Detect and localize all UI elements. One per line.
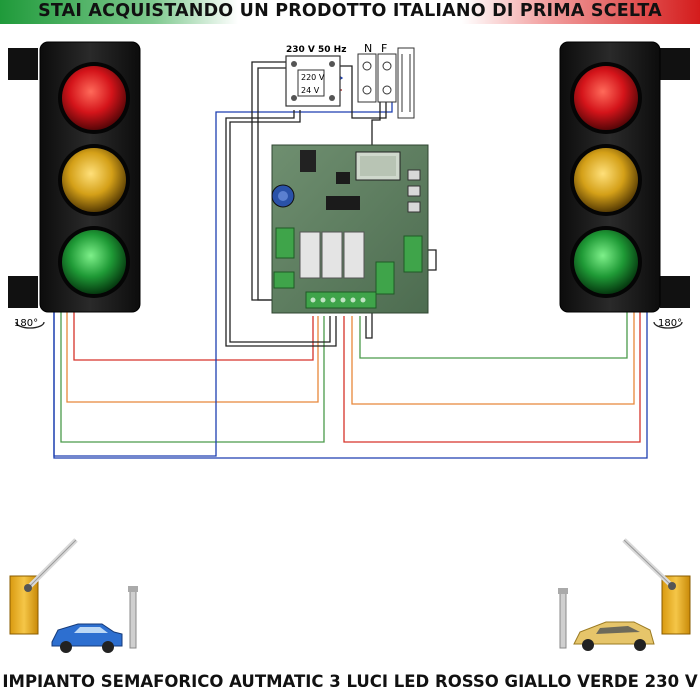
wire-left-green bbox=[60, 312, 325, 443]
footer-caption: IMPIANTO SEMAFORICO AUTMATIC 3 LUCI LED … bbox=[2, 672, 698, 691]
nf-terminal-block: N F bbox=[357, 42, 415, 119]
transformer: 230 V 50 Hz 220 V 24 V bbox=[285, 45, 346, 107]
left-bottom-bracket bbox=[8, 276, 38, 308]
power-input-label: 220 V bbox=[301, 73, 325, 82]
left-traffic-light: 180° bbox=[8, 41, 141, 329]
wire-black-2 bbox=[225, 110, 337, 347]
right-car bbox=[573, 621, 655, 651]
left-rotation-label: 180° bbox=[14, 318, 38, 329]
right-barrier-gate bbox=[558, 538, 691, 649]
banner-text: STAI ACQUISTANDO UN PRODOTTO ITALIANO DI… bbox=[38, 1, 662, 21]
wire-right-orange bbox=[351, 312, 635, 405]
wire-left-red bbox=[73, 312, 314, 361]
control-board bbox=[271, 144, 429, 314]
right-yellow-light bbox=[574, 148, 638, 212]
left-rotation-arrow bbox=[15, 321, 45, 329]
right-red-light bbox=[574, 66, 638, 130]
power-output-label: 24 V bbox=[301, 86, 320, 95]
right-top-bracket bbox=[660, 48, 690, 80]
left-barrier-gate bbox=[9, 538, 138, 649]
right-rotation-label: 180° bbox=[658, 318, 682, 329]
left-green-light bbox=[62, 230, 126, 294]
wire-right-green bbox=[359, 312, 628, 359]
right-green-light bbox=[574, 230, 638, 294]
terminal-f-label: F bbox=[381, 42, 387, 55]
wire-right-red bbox=[343, 312, 641, 443]
right-traffic-light: 180° bbox=[559, 41, 690, 329]
right-bottom-bracket bbox=[660, 276, 690, 308]
left-car bbox=[51, 623, 123, 653]
top-banner: STAI ACQUISTANDO UN PRODOTTO ITALIANO DI… bbox=[0, 0, 700, 24]
terminal-n-label: N bbox=[364, 42, 372, 55]
left-red-light bbox=[62, 66, 126, 130]
wire-black-1 bbox=[229, 110, 331, 343]
wire-left-blue-2 bbox=[53, 312, 218, 459]
wire-left-orange bbox=[66, 312, 319, 403]
left-yellow-light bbox=[62, 148, 126, 212]
wire-right-blue bbox=[218, 312, 648, 459]
wire-black-7 bbox=[340, 65, 387, 119]
left-top-bracket bbox=[8, 48, 38, 80]
power-box-title: 230 V 50 Hz bbox=[286, 45, 346, 55]
right-rotation-arrow bbox=[653, 321, 683, 329]
